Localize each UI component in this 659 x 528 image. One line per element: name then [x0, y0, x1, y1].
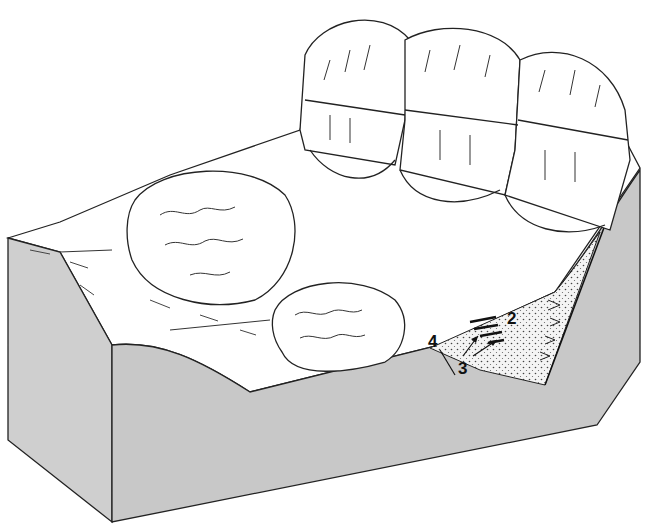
callout-number: 4 [428, 333, 437, 350]
callout-number: 3 [458, 360, 467, 377]
callout-number: 2 [507, 310, 516, 327]
